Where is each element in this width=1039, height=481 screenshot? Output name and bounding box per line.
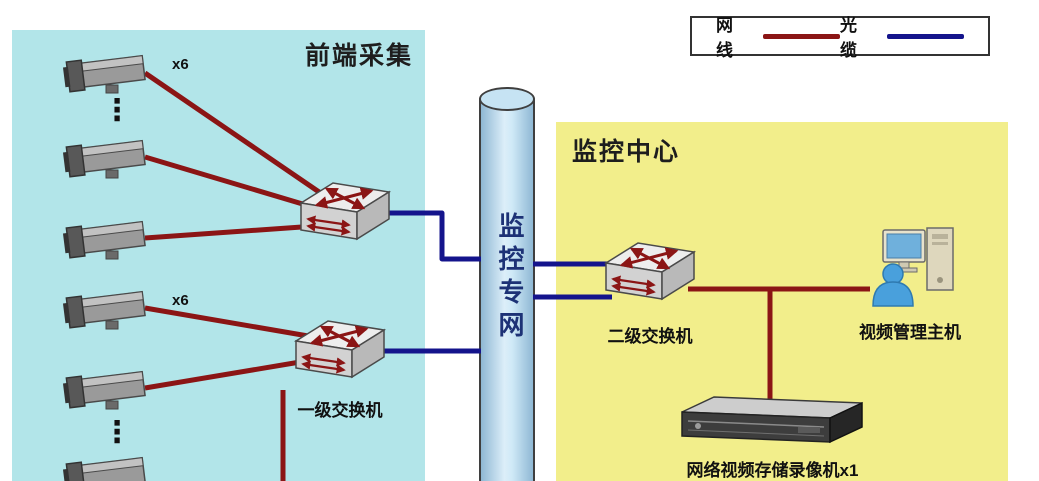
host-label: 视频管理主机 bbox=[859, 323, 961, 342]
front-collection-title: 前端采集 bbox=[305, 42, 414, 70]
legend-item-network-cable: 网线 bbox=[716, 11, 840, 61]
legend-optical-cable-label: 光缆 bbox=[840, 16, 857, 60]
network-cable-swatch-icon bbox=[763, 33, 840, 39]
level2-switch-label: 二级交换机 bbox=[607, 327, 693, 346]
legend-network-cable-label: 网线 bbox=[716, 16, 733, 60]
level1-switch-label: 一级交换机 bbox=[297, 401, 383, 420]
level2-switch-icon bbox=[600, 235, 700, 307]
camera-count-label: x6 bbox=[172, 292, 189, 309]
legend-item-optical-cable: 光缆 bbox=[840, 11, 964, 61]
monitor-center-title: 监控中心 bbox=[572, 138, 681, 166]
camera-icon bbox=[62, 366, 154, 412]
camera-count-label: x6 bbox=[172, 56, 189, 73]
backbone-label: 监控专网 bbox=[495, 212, 525, 344]
ellipsis-dots: ⋮ bbox=[102, 416, 132, 449]
backbone-cylinder bbox=[479, 99, 535, 481]
camera-icon bbox=[62, 286, 154, 332]
camera-icon bbox=[62, 216, 154, 262]
level1-switch-a-icon bbox=[295, 175, 395, 247]
video-management-host-icon bbox=[855, 218, 965, 308]
nvr-label: 网络视频存储录像机x1 bbox=[686, 461, 859, 480]
ellipsis-dots: ⋮ bbox=[102, 94, 132, 127]
camera-icon bbox=[62, 135, 154, 181]
camera-icon bbox=[62, 50, 154, 96]
camera-icon bbox=[62, 452, 154, 481]
nvr-server-icon bbox=[676, 390, 866, 452]
optical-cable-swatch-icon bbox=[887, 33, 964, 39]
legend: 网线 光缆 bbox=[690, 16, 990, 60]
backbone-cylinder-top bbox=[479, 87, 535, 111]
level1-switch-b-icon bbox=[290, 313, 390, 385]
